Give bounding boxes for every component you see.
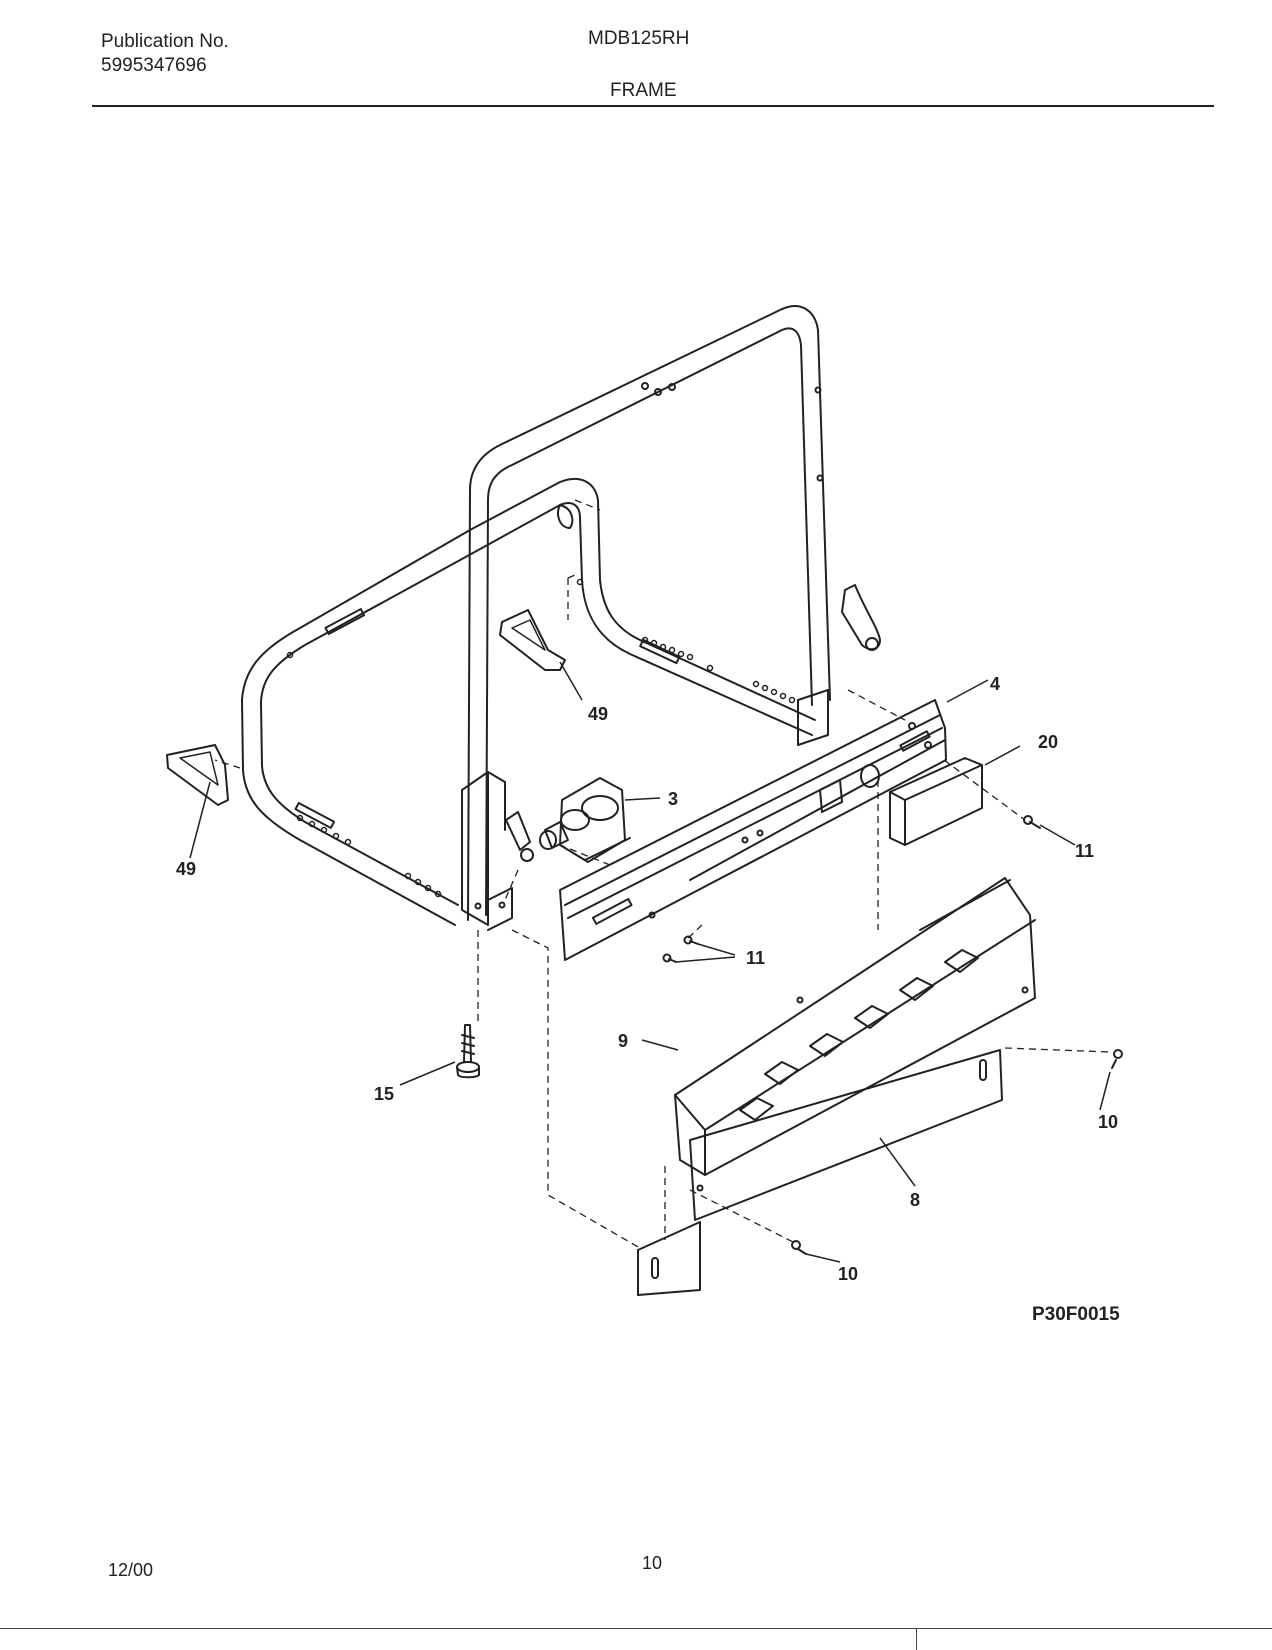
callout-11-left: 11 (746, 948, 765, 968)
callout-10-right: 10 (1098, 1112, 1118, 1132)
figure-code: P30F0015 (1032, 1304, 1120, 1325)
footer-date: 12/00 (108, 1560, 154, 1580)
part-20-cover (889, 757, 983, 846)
publication-label: Publication No. (101, 31, 229, 52)
screw-10-bottom (791, 1240, 807, 1255)
screw-11-left-b (662, 953, 677, 963)
publication-number: 5995347696 (101, 55, 207, 76)
screw-11-right (1023, 815, 1041, 829)
callout-15: 15 (374, 1084, 394, 1104)
rear-right-post-foot (797, 584, 881, 746)
section-title: FRAME (610, 80, 677, 101)
callout-11-right: 11 (1075, 841, 1094, 861)
part-4-front-rail (559, 699, 947, 961)
callout-20: 20 (1038, 732, 1058, 752)
part-9-toe-plate (674, 877, 1036, 1176)
footer-tick (916, 1628, 917, 1650)
callout-4: 4 (990, 674, 1000, 694)
front-left-foot (505, 811, 534, 862)
part-49-bracket-rear (499, 609, 566, 671)
part-15-leveling-leg (456, 1024, 480, 1079)
front-left-post-bracket (461, 771, 513, 931)
callout-10-bottom: 10 (838, 1264, 858, 1284)
callout-49-rear: 49 (588, 704, 608, 724)
part-8-kick-panel (637, 1049, 1003, 1296)
base-frame (241, 477, 816, 926)
page-number: 10 (642, 1553, 663, 1573)
screw-11-left-a (683, 935, 699, 945)
callout-49-front: 49 (176, 859, 196, 879)
model-number: MDB125RH (588, 28, 690, 49)
footer-rule (0, 1628, 1272, 1629)
callout-9: 9 (618, 1031, 628, 1051)
screw-10-right (1111, 1049, 1123, 1069)
top-arch-frame (467, 305, 831, 921)
callout-8: 8 (910, 1190, 920, 1210)
header-rule (92, 105, 1214, 107)
part-49-bracket-front (166, 744, 229, 806)
part-3-water-valve (539, 777, 631, 863)
callout-3: 3 (668, 789, 678, 809)
